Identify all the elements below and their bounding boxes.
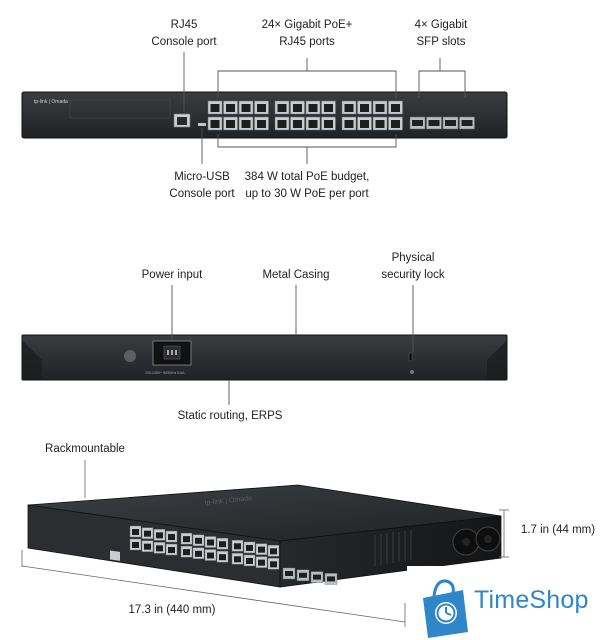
security-lock-callout: Physical security lock bbox=[381, 252, 445, 281]
angle-rj45-port bbox=[216, 537, 229, 550]
rj45-port bbox=[388, 100, 403, 115]
rj45-port bbox=[274, 116, 290, 131]
rj45-port bbox=[274, 100, 290, 115]
sfp-slot bbox=[442, 116, 459, 130]
metal-casing-callout: Metal Casing bbox=[262, 269, 330, 281]
rj45-console-port bbox=[173, 113, 191, 128]
front-led-panel bbox=[69, 99, 171, 119]
rj45-port bbox=[207, 100, 223, 115]
rj45-port bbox=[305, 100, 321, 115]
rj45-port bbox=[321, 100, 336, 115]
angle-rj45-port bbox=[192, 534, 205, 547]
rj45-port bbox=[254, 100, 269, 115]
rj45-port bbox=[321, 116, 336, 131]
angle-rj45-port bbox=[243, 541, 256, 554]
angle-device-logo: tp-link | Omada bbox=[204, 495, 252, 507]
poe-ports-callout: 24× Gigabit PoE+ RJ45 ports bbox=[261, 19, 353, 48]
angle-rj45-port bbox=[180, 532, 193, 545]
power-input-callout: Power input bbox=[141, 269, 203, 281]
rj45-port bbox=[372, 100, 388, 115]
shopping-bag-clock-icon bbox=[423, 579, 468, 638]
rackmountable-callout: Rackmountable bbox=[45, 443, 125, 455]
micro-usb-callout: Micro-USB Console port bbox=[169, 171, 235, 200]
width-dimension-label: 17.3 in (440 mm) bbox=[128, 604, 216, 616]
rj45-port bbox=[357, 100, 372, 115]
watermark-text: TimeShop bbox=[474, 586, 589, 614]
front-device-logo: tp-link | Omada bbox=[34, 99, 68, 105]
sfp-slot bbox=[426, 116, 442, 130]
rj45-port bbox=[223, 116, 238, 131]
angle-rj45-ports bbox=[129, 525, 280, 570]
sfp-slot bbox=[459, 116, 475, 130]
side-vents bbox=[374, 530, 412, 566]
rj45-port bbox=[388, 116, 403, 131]
watermark-logo bbox=[407, 566, 609, 640]
rj45-port bbox=[357, 116, 372, 131]
angle-rj45-port bbox=[255, 556, 268, 568]
rj45-port bbox=[290, 116, 305, 131]
sfp-slot bbox=[409, 116, 426, 130]
rj45-port bbox=[238, 116, 254, 131]
rj45-port bbox=[254, 116, 269, 131]
angle-sfp-slots bbox=[282, 567, 338, 585]
angle-sfp-slot bbox=[296, 569, 310, 581]
rj45-port bbox=[372, 116, 388, 131]
rj45-port-group bbox=[207, 100, 403, 131]
rj45-port bbox=[290, 100, 305, 115]
angle-sfp-slot bbox=[310, 571, 324, 583]
angle-rj45-port bbox=[129, 525, 142, 538]
static-routing-callout: Static routing, ERPS bbox=[177, 410, 283, 422]
angle-sfp-slot bbox=[282, 567, 296, 580]
angle-console-port bbox=[110, 550, 120, 561]
rj45-console-callout: RJ45 Console port bbox=[151, 19, 217, 48]
fan-vent-right bbox=[475, 526, 501, 552]
fan-vent-left bbox=[452, 528, 480, 556]
sfp-slots-callout: 4× Gigabit SFP slots bbox=[414, 19, 468, 48]
angle-rj45-port bbox=[216, 550, 229, 563]
rj45-port bbox=[341, 116, 357, 131]
rj45-port bbox=[305, 116, 321, 131]
angle-rj45-port bbox=[153, 529, 166, 541]
front-callout-lines bbox=[183, 52, 466, 164]
angle-rj45-port bbox=[204, 549, 217, 561]
angle-rj45-port bbox=[204, 536, 217, 548]
rear-callout-lines bbox=[171, 285, 414, 405]
angle-rj45-port bbox=[129, 538, 142, 551]
angled-device-view: tp-link | Omada bbox=[27, 484, 502, 588]
angle-rj45-port bbox=[153, 542, 166, 554]
security-lock-slot bbox=[408, 352, 414, 374]
angle-rj45-port bbox=[243, 554, 256, 567]
angle-rj45-port bbox=[141, 540, 154, 552]
dimension-lines bbox=[21, 460, 509, 627]
angle-rj45-port bbox=[255, 543, 268, 555]
poe-budget-callout: 384 W total PoE budget, up to 30 W PoE p… bbox=[244, 171, 370, 200]
angle-rj45-port bbox=[141, 527, 154, 539]
power-socket bbox=[152, 340, 192, 366]
sfp-slot-group bbox=[409, 116, 475, 130]
power-rating-label: 100-240V~ 50/60Hz 0.6A bbox=[145, 371, 185, 375]
angle-rj45-port bbox=[165, 543, 178, 556]
rj45-port bbox=[207, 116, 223, 131]
angle-rj45-port bbox=[165, 530, 178, 543]
angle-rj45-port bbox=[231, 553, 244, 565]
angle-rj45-port bbox=[180, 545, 193, 558]
angle-rj45-port bbox=[231, 540, 244, 552]
angle-rj45-port bbox=[267, 545, 280, 557]
rj45-port bbox=[341, 100, 357, 115]
rear-panel: 100-240V~ 50/60Hz 0.6A bbox=[21, 334, 508, 381]
front-panel: tp-link | Omada bbox=[21, 91, 508, 139]
height-dimension-label: 1.7 in (44 mm) bbox=[520, 524, 596, 536]
angle-rj45-port bbox=[267, 558, 280, 570]
angle-sfp-slot bbox=[324, 573, 338, 585]
angle-rj45-port bbox=[192, 547, 205, 560]
micro-usb-port bbox=[198, 123, 206, 126]
ground-icon bbox=[124, 350, 136, 362]
rj45-port bbox=[238, 100, 254, 115]
rj45-port bbox=[223, 100, 238, 115]
